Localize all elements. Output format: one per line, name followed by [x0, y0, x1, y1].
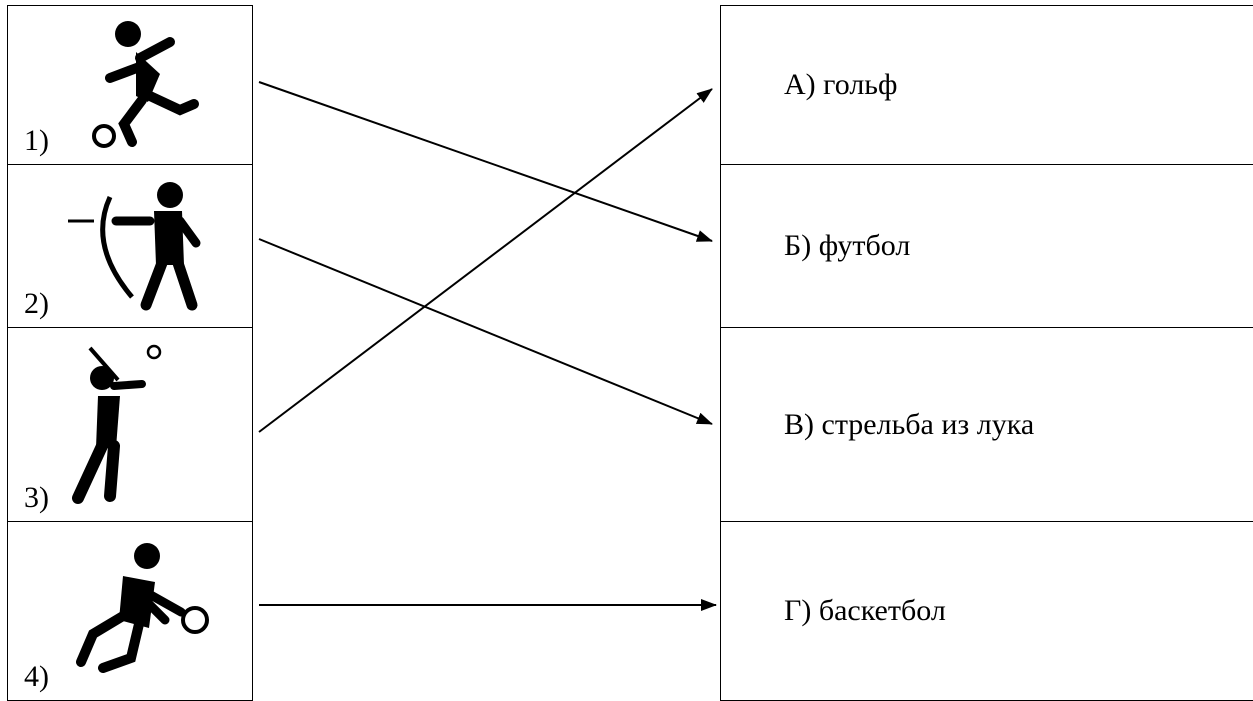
item-number: 2) — [24, 287, 49, 320]
answer-cell-basketball: Г) баскетбол — [720, 521, 1253, 701]
arrow-3-to-a — [258, 88, 713, 433]
left-cell-2: 2) — [7, 164, 253, 328]
answer-label: В) стрельба из лука — [784, 407, 1035, 441]
item-number: 1) — [24, 124, 49, 157]
item-number: 4) — [24, 660, 49, 693]
archer-icon — [68, 182, 201, 311]
basketball-player-icon — [76, 543, 209, 673]
arrow-2-to-v — [258, 238, 713, 425]
left-cell-4: 4) — [7, 521, 253, 701]
golfer-icon — [72, 344, 162, 504]
answer-cell-golf: А) гольф — [720, 5, 1253, 165]
answer-label: А) гольф — [784, 68, 898, 101]
item-number: 3) — [24, 481, 49, 514]
answer-label: Б) футбол — [784, 229, 911, 262]
soccer-player-icon — [92, 21, 199, 148]
left-cell-1: 1) — [7, 5, 253, 165]
answer-cell-archery: В) стрельба из лука — [720, 327, 1253, 522]
answer-label: Г) баскетбол — [784, 594, 946, 627]
left-cell-3: 3) — [7, 327, 253, 522]
answer-cell-football: Б) футбол — [720, 164, 1253, 328]
arrow-1-to-b — [258, 81, 713, 242]
